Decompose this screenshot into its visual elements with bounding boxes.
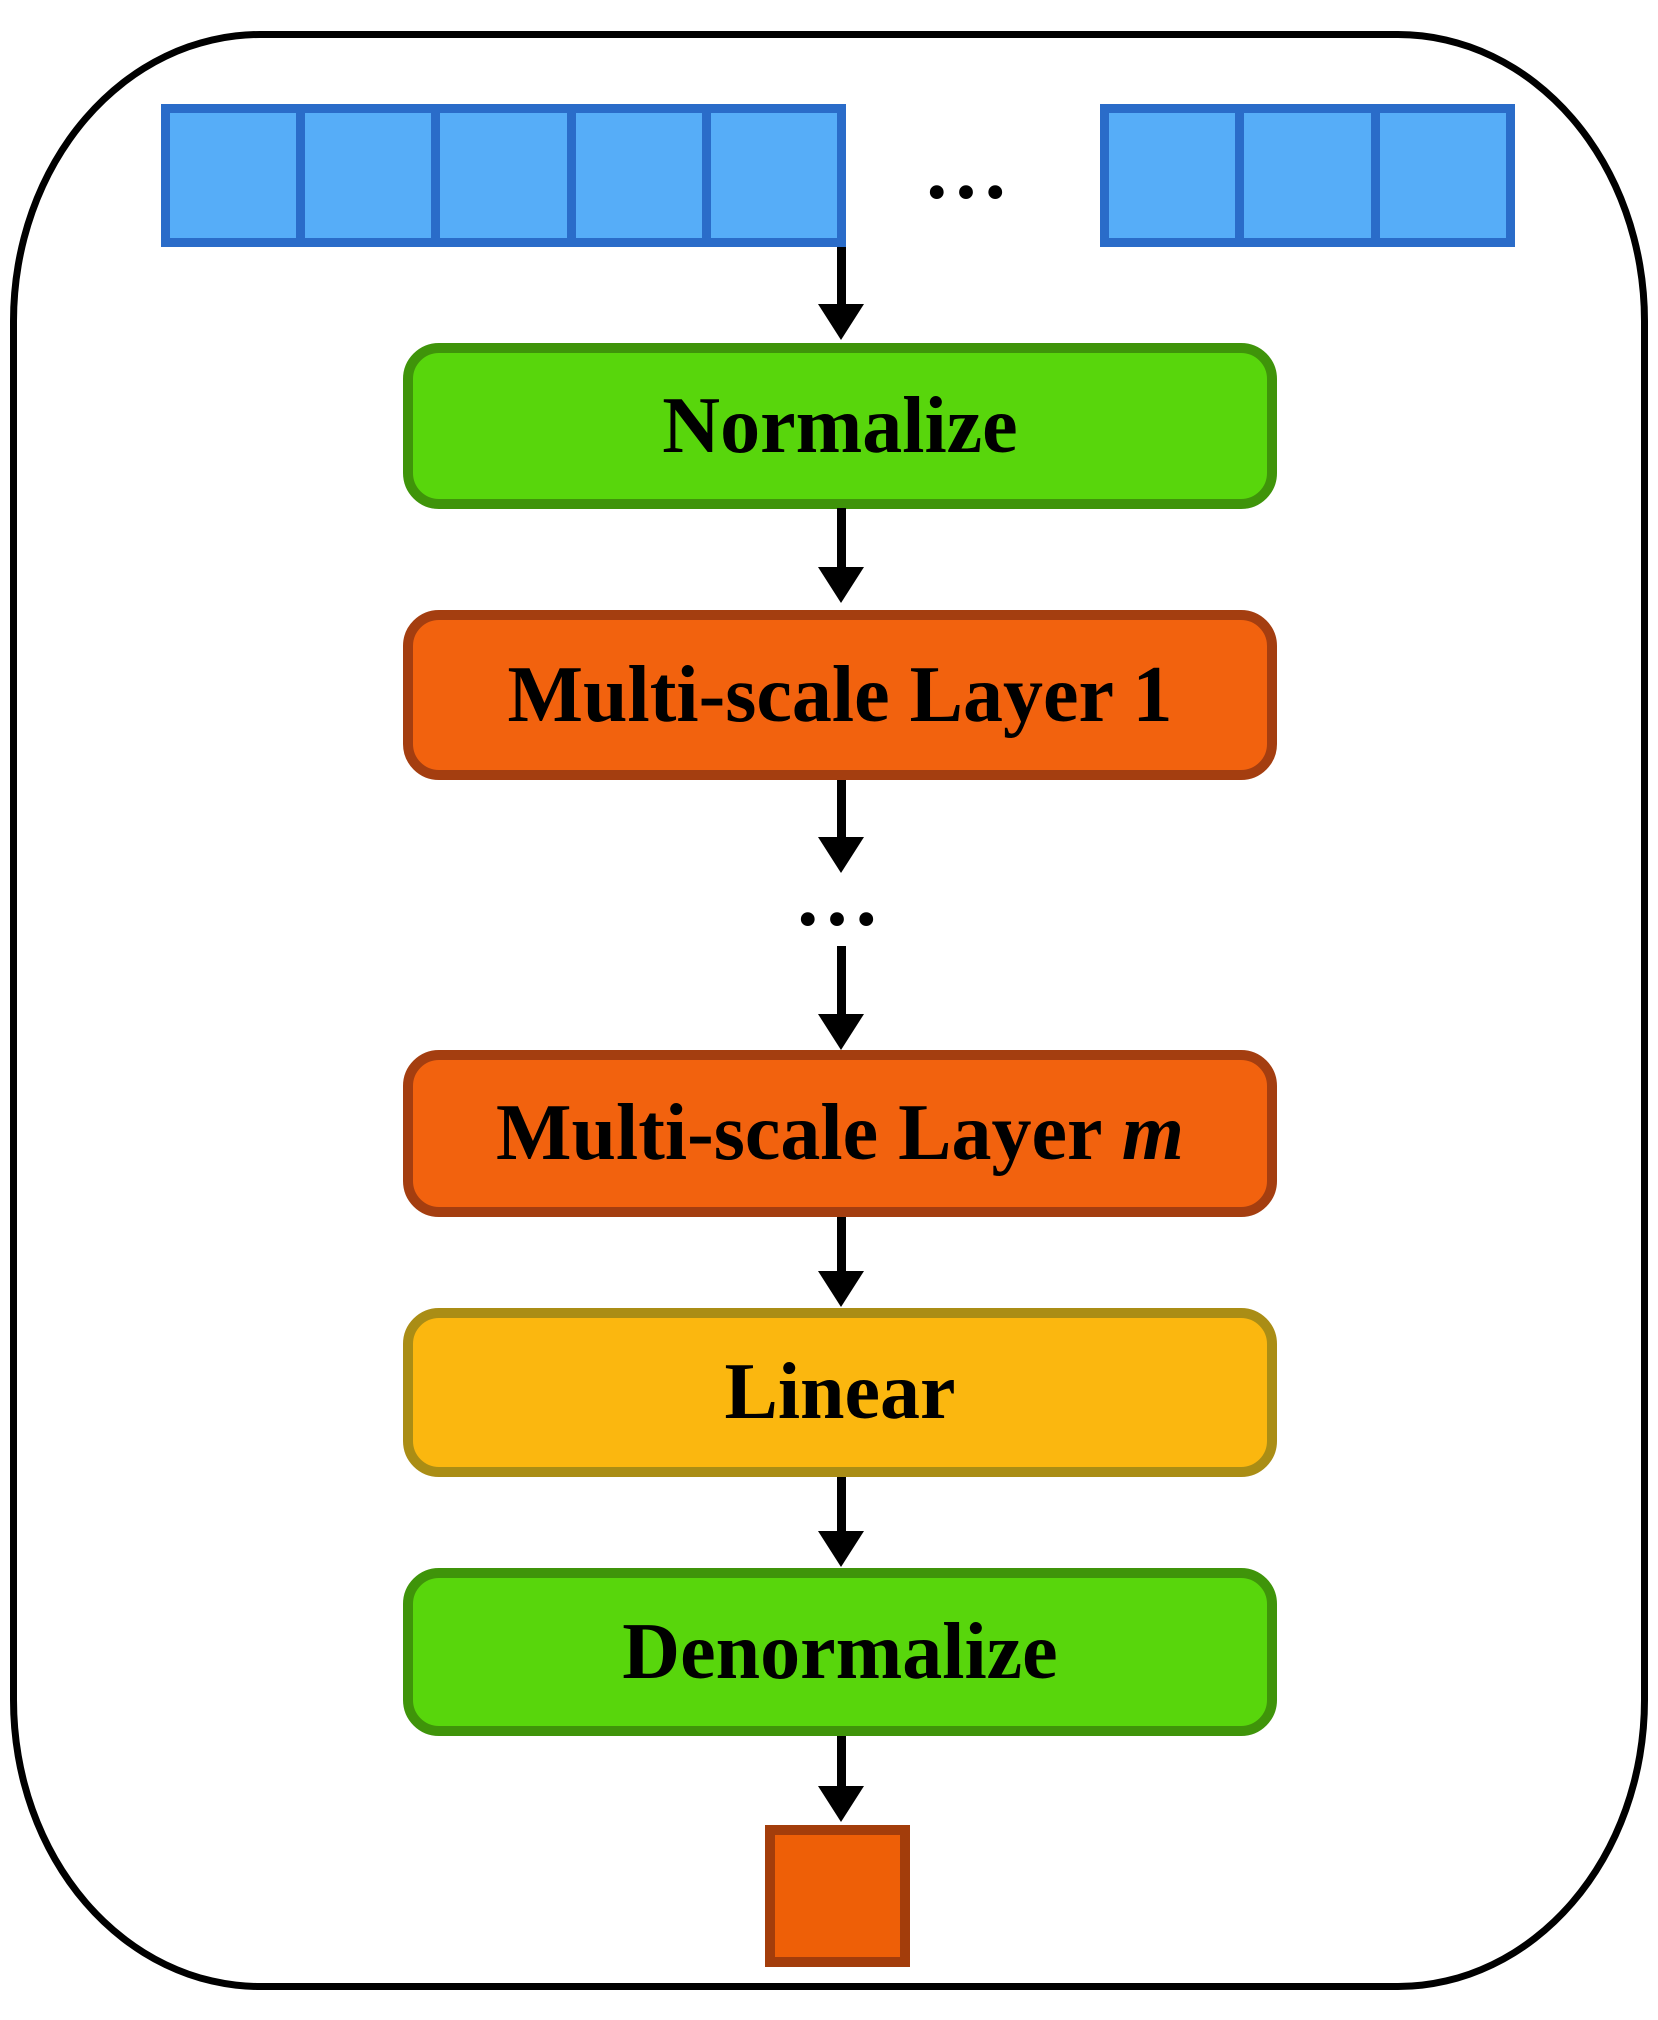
- arrow-shaft: [836, 946, 846, 1017]
- arrow-head: [818, 1786, 864, 1822]
- input-token-strip-right: [1100, 104, 1515, 247]
- linear-label: Linear: [724, 1348, 956, 1436]
- multiscale-layer-m-label-prefix: Multi-scale Layer: [496, 1089, 1103, 1177]
- input-token-cell: [440, 113, 567, 238]
- input-token-cell: [1109, 113, 1236, 238]
- arrow-down-icon: [818, 780, 864, 873]
- input-token-cell: [575, 113, 702, 238]
- arrow-down-icon: [818, 1477, 864, 1567]
- hidden-layers-ellipsis: ...: [797, 850, 885, 944]
- arrow-head: [818, 1271, 864, 1307]
- arrow-down-icon: [818, 1217, 864, 1307]
- normalize-label: Normalize: [662, 381, 1018, 470]
- outer-rounded-frame: [10, 31, 1648, 1990]
- arrow-down-icon: [818, 946, 864, 1050]
- arrow-head: [818, 567, 864, 603]
- denormalize-label: Denormalize: [622, 1607, 1058, 1696]
- arrow-head: [818, 1014, 864, 1050]
- arrow-shaft: [836, 780, 846, 840]
- input-token-cell: [1244, 113, 1371, 238]
- arrow-down-icon: [818, 1736, 864, 1822]
- arrow-head: [818, 1531, 864, 1567]
- multiscale-layer-1-box: Multi-scale Layer 1: [403, 610, 1277, 780]
- output-token-box: [765, 1825, 910, 1967]
- input-token-cell: [305, 113, 432, 238]
- arrow-head: [818, 304, 864, 340]
- multiscale-layer-m-label-var: m: [1121, 1089, 1184, 1177]
- input-token-cell: [170, 113, 297, 238]
- denormalize-box: Denormalize: [403, 1568, 1277, 1736]
- arrow-head: [818, 837, 864, 873]
- input-token-cell: [710, 113, 838, 238]
- arrow-shaft: [836, 508, 846, 570]
- arrow-shaft: [836, 247, 846, 307]
- input-token-cell: [1379, 113, 1506, 238]
- normalize-box: Normalize: [403, 343, 1277, 509]
- linear-box: Linear: [403, 1308, 1277, 1477]
- multiscale-layer-1-label: Multi-scale Layer 1: [507, 650, 1173, 739]
- arrow-shaft: [836, 1217, 846, 1274]
- arrow-down-icon: [818, 508, 864, 603]
- multiscale-layer-m-box: Multi-scale Layer m: [403, 1050, 1277, 1217]
- input-tokens-ellipsis: ...: [926, 123, 1014, 217]
- arrow-shaft: [836, 1477, 846, 1534]
- input-token-strip-left: [161, 104, 846, 247]
- arrow-shaft: [836, 1736, 846, 1789]
- arrow-down-icon: [818, 247, 864, 340]
